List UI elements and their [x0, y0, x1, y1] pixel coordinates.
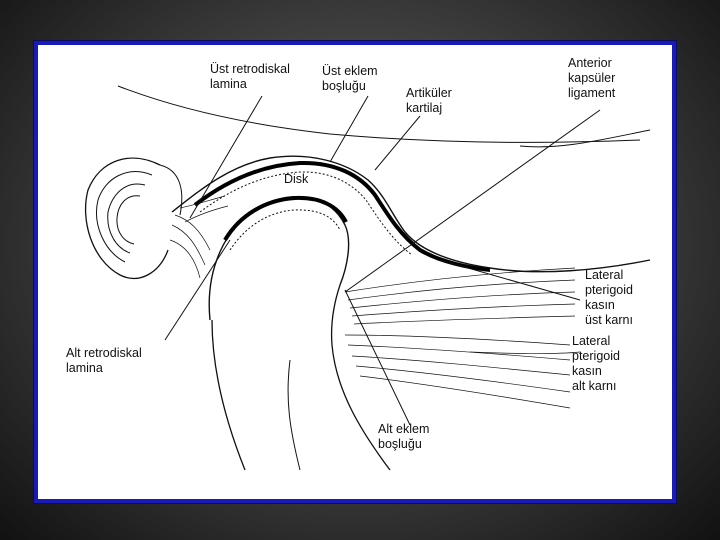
- fossa-outline: [171, 155, 651, 273]
- condyle: [208, 196, 350, 321]
- label-ust-retrodiskal-lamina: Üst retrodiskal lamina: [210, 62, 290, 91]
- ear-canal-shape: [84, 157, 183, 280]
- lower-joint-space: [223, 195, 348, 242]
- skull-contour: [117, 85, 641, 143]
- label-disk: Disk: [284, 172, 309, 186]
- retrodiscal-fibers: [169, 195, 229, 279]
- lateral-pterygoid-fibers: [344, 267, 581, 409]
- label-alt-eklem-boslugu: Alt eklem boşluğu: [378, 422, 430, 451]
- label-ust-eklem-boslugu: Üst eklem boşluğu: [322, 64, 378, 93]
- label-alt-retrodiskal-lamina: Alt retrodiskal lamina: [66, 346, 142, 375]
- upper-joint-space: [193, 160, 491, 272]
- label-lateral-pterigoid-ust-karni: Lateral pterigoid kasın üst karnı: [585, 268, 633, 327]
- label-anterior-kapsuler-ligament: Anterior kapsüler ligament: [568, 56, 616, 100]
- label-lateral-pterigoid-alt-karni: Lateral pterigoid kasın alt karnı: [572, 334, 620, 393]
- label-artikuler-kartilaj: Artiküler kartilaj: [406, 86, 452, 115]
- leader-lines: [164, 95, 601, 426]
